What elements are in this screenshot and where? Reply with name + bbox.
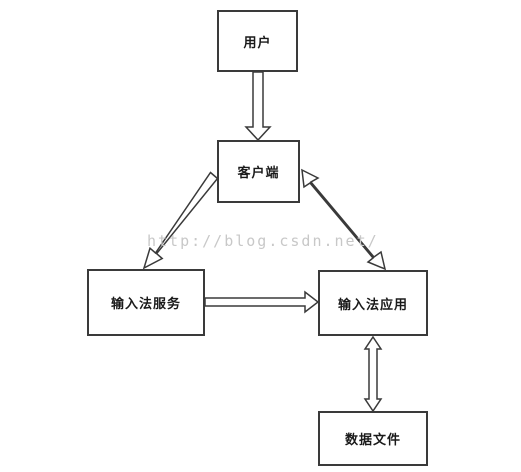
arrow-client-to-service [142, 171, 219, 270]
arrow-app-data-bidirectional [363, 335, 383, 413]
node-client-label: 客户端 [237, 166, 280, 181]
arrow-service-to-app [204, 290, 320, 314]
node-user-label: 用户 [243, 35, 272, 51]
node-user: 用户 [217, 10, 298, 72]
arrow-user-to-client [244, 71, 272, 142]
node-client: 客户端 [217, 140, 300, 203]
node-data-file: 数据文件 [318, 411, 428, 466]
watermark-text: http://blog.csdn.net/ [147, 232, 379, 250]
node-ime-app: 输入法应用 [318, 270, 428, 336]
arrow-client-app-bidirectional [301, 168, 387, 271]
node-ime-app-label: 输入法应用 [337, 297, 408, 313]
node-data-file-label: 数据文件 [344, 433, 401, 448]
node-ime-service-label: 输入法服务 [110, 297, 181, 312]
node-ime-service: 输入法服务 [87, 269, 205, 336]
